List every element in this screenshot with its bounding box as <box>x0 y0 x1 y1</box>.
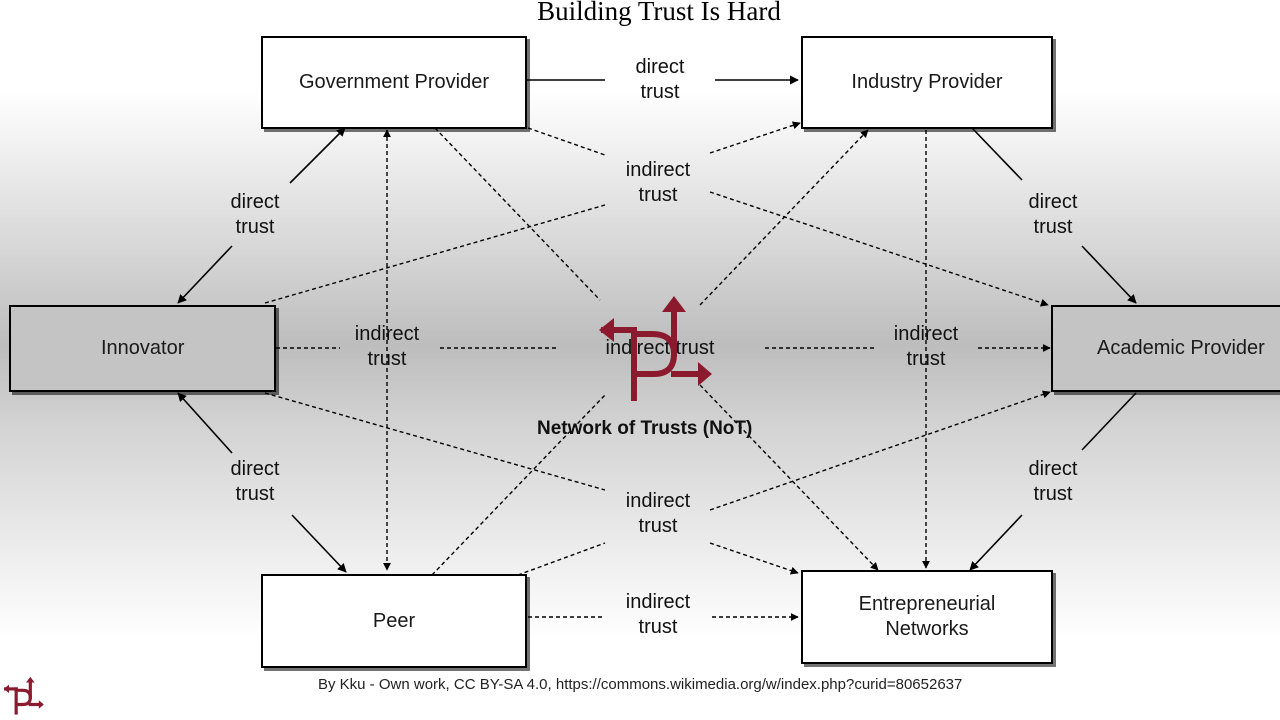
center-label: Network of Trusts (NoT) <box>537 418 753 439</box>
corner-logo-icon <box>3 676 44 715</box>
node-academic-provider: Academic Provider <box>1051 305 1280 392</box>
node-innovator: Innovator <box>9 305 276 392</box>
node-industry-provider: Industry Provider <box>801 36 1053 129</box>
edge-label-direct: direct trust <box>1028 458 1078 505</box>
edge-label-indirect: indirect trust <box>625 591 691 638</box>
node-government-provider: Government Provider <box>261 36 527 129</box>
edge-label-indirect: indirect trust <box>625 159 691 206</box>
edge-label-direct: direct trust <box>230 191 280 238</box>
edge-label-indirect: indirect trust <box>893 323 959 370</box>
attribution-caption: By Kku - Own work, CC BY-SA 4.0, https:/… <box>318 676 963 693</box>
edge-innovator-gov <box>177 127 346 304</box>
edge-academic-entre <box>969 392 1137 571</box>
edge-innovator-peer <box>177 392 347 573</box>
edge-label-indirect: indirect trust <box>354 323 420 370</box>
edge-label-direct: direct trust <box>1028 191 1078 238</box>
edge-industry-academic <box>971 127 1137 304</box>
edge-label-indirect: indirect trust <box>625 490 691 537</box>
edge-label-direct: direct trust <box>230 458 280 505</box>
not-logo-icon <box>599 296 712 401</box>
node-peer: Peer <box>261 574 527 668</box>
edge-label-direct: direct trust <box>635 56 685 103</box>
node-entrepreneurial-networks: Entrepreneurial Networks <box>801 570 1053 664</box>
page-title: Building Trust Is Hard <box>537 0 781 26</box>
